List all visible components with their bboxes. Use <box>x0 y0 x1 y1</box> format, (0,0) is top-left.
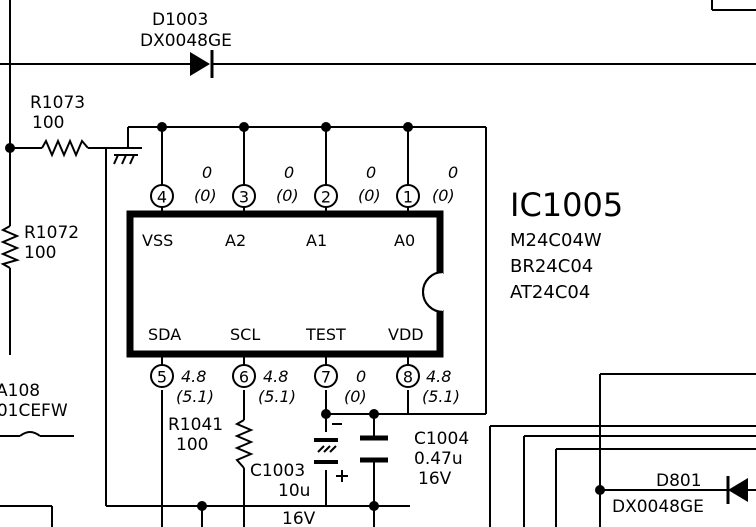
pin-name-sda: SDA <box>148 325 181 344</box>
resistor-r1072-symbol <box>0 225 20 269</box>
partial-part-number: 001CEFW <box>0 401 68 421</box>
pin-1-marker: 1 <box>396 184 420 208</box>
junction-dots <box>5 122 605 511</box>
pin-5-marker: 5 <box>150 364 174 388</box>
pin-1-voltage: 0 <box>366 163 376 182</box>
pin-8-voltage: 4.8 <box>426 367 451 386</box>
svg-text:3: 3 <box>239 188 249 207</box>
svg-text:7: 7 <box>321 368 331 387</box>
ic-ref: IC1005 <box>510 186 623 224</box>
svg-text:5: 5 <box>157 368 167 387</box>
pin-name-scl: SCL <box>230 325 260 344</box>
pin-3-marker: 3 <box>232 184 256 208</box>
pin-name-vdd: VDD <box>388 325 424 344</box>
pin-6-marker: 6 <box>232 364 256 388</box>
diode-d801-ref: D801 <box>656 471 702 491</box>
capacitor-c1004-value: 0.47u <box>414 449 463 469</box>
svg-text:4: 4 <box>157 188 167 207</box>
diode-d801-symbol <box>726 476 756 504</box>
pin-1-voltage-alt: (0) <box>358 186 381 205</box>
diode-d1003-ref: D1003 <box>152 10 208 30</box>
pin-2-voltage-alt: (0) <box>276 186 299 205</box>
capacitor-c1004-symbol <box>360 435 388 463</box>
ic-part-3: AT24C04 <box>510 282 590 303</box>
pin-2-voltage: 0 <box>284 163 294 182</box>
pin-3-voltage-alt: (0) <box>194 186 217 205</box>
pin-name-a1: A1 <box>306 231 327 250</box>
pin-6-voltage-alt: (5.1) <box>258 387 296 406</box>
pin-2-marker: 2 <box>314 184 338 208</box>
diode-d1003-symbol <box>190 50 214 78</box>
resistor-r1041-ref: R1041 <box>168 415 223 435</box>
pin-4-marker: 4 <box>150 184 174 208</box>
pin-name-vss: VSS <box>142 231 173 250</box>
capacitor-c1003-value: 10u <box>278 481 310 501</box>
pin-5-voltage-alt: (5.1) <box>176 387 214 406</box>
pin-7-marker: 7 <box>314 364 338 388</box>
capacitor-c1003-ref: C1003 <box>250 461 305 481</box>
pin-0-voltage-alt: (0) <box>432 186 455 205</box>
pin-name-test: TEST <box>305 325 346 344</box>
capacitor-ground-symbol <box>113 147 142 165</box>
resistor-r1041-symbol <box>234 419 254 469</box>
pin-8-marker: 8 <box>396 364 420 388</box>
capacitor-c1003-voltage: 16V <box>282 509 316 527</box>
resistor-r1073-symbol <box>41 138 89 158</box>
pin-5-voltage: 4.8 <box>181 367 206 386</box>
pin-3-voltage: 0 <box>202 163 212 182</box>
partial-part-ref: A108 <box>0 381 40 401</box>
capacitor-c1004-voltage: 16V <box>418 469 452 489</box>
resistor-r1072-ref: R1072 <box>24 223 79 243</box>
diode-d1003-part: DX0048GE <box>140 31 232 51</box>
pin-7-voltage: 0 <box>356 367 366 386</box>
capacitor-c1004-ref: C1004 <box>414 429 469 449</box>
resistor-r1072-value: 100 <box>24 243 56 263</box>
ic-part-1: M24C04W <box>510 230 602 251</box>
svg-text:1: 1 <box>403 188 413 207</box>
pin-6-voltage: 4.8 <box>263 367 288 386</box>
resistor-r1041-value: 100 <box>176 435 208 455</box>
pin-8-voltage-alt: (5.1) <box>422 387 460 406</box>
svg-text:6: 6 <box>239 368 249 387</box>
svg-text:2: 2 <box>321 188 331 207</box>
pin-7-voltage-alt: (0) <box>344 387 367 406</box>
resistor-r1073-ref: R1073 <box>30 93 85 113</box>
pin-name-a2: A2 <box>225 231 246 250</box>
svg-text:8: 8 <box>403 368 413 387</box>
pin-0-voltage: 0 <box>448 163 458 182</box>
capacitor-c1003-symbol <box>314 423 348 482</box>
ic-part-2: BR24C04 <box>510 256 593 277</box>
resistor-r1073-value: 100 <box>32 113 64 133</box>
pin-name-a0: A0 <box>394 231 415 250</box>
diode-d801-part: DX0048GE <box>612 497 704 517</box>
